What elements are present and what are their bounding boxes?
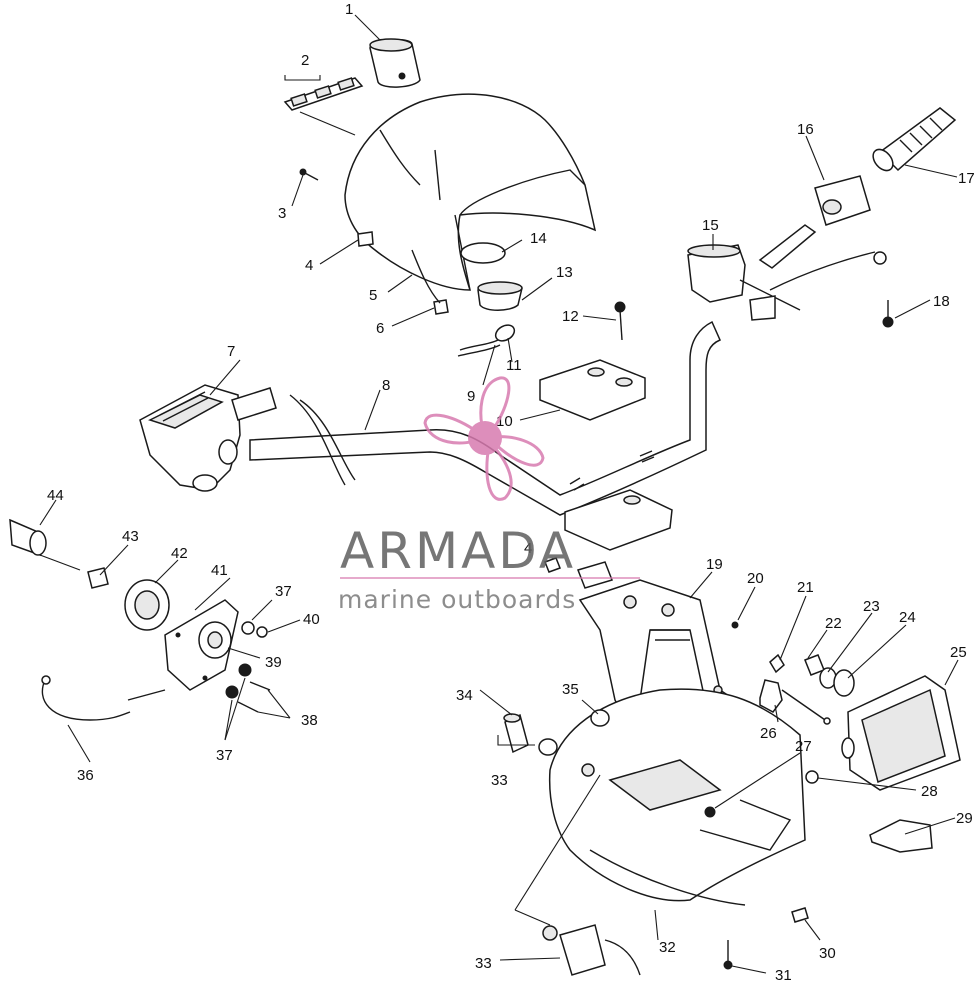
callout-24: 24 [899,609,916,626]
callout-37-upper: 37 [275,583,292,600]
callout-21: 21 [797,579,814,596]
callout-23: 23 [863,598,880,615]
callout-44: 44 [47,487,64,504]
part-gauge-hardware [759,653,855,725]
part-fasteners-lower [704,621,819,970]
callout-14: 14 [530,230,547,247]
callout-8: 8 [382,377,390,394]
callout-37-lower: 37 [216,747,233,764]
callout-7: 7 [227,343,235,360]
propeller-logo [423,376,545,501]
part-headlight-pod [344,93,597,291]
callout-30: 30 [819,945,836,962]
leader-lines [39,14,959,974]
callout-43: 43 [122,528,139,545]
part-throttle-housing [139,384,277,492]
part-nut-lower [544,557,561,573]
part-gauge-cup [369,38,421,88]
part-headlamp [841,675,961,791]
part-lower-shroud [548,688,806,906]
callout-4-upper: 4 [305,257,313,274]
callout-25: 25 [950,644,967,661]
callout-5: 5 [369,287,377,304]
callout-4-lower: 4 [524,540,532,557]
callout-27: 27 [795,738,812,755]
part-handlebar [249,320,721,516]
watermark: ARMADA marine outboards [338,376,640,614]
callout-28: 28 [921,783,938,800]
callout-41: 41 [211,562,228,579]
callout-38: 38 [301,712,318,729]
callout-36: 36 [77,767,94,784]
part-cable-36 [41,675,131,721]
callout-16: 16 [797,121,814,138]
callout-9: 9 [467,388,475,405]
part-rings [460,242,523,311]
part-ignition-switch [503,709,641,976]
callout-13: 13 [556,264,573,281]
part-master-cylinder [687,244,801,321]
callout-labels: 1 2 3 4 5 6 7 8 9 10 11 12 13 14 15 16 1… [47,1,975,984]
callout-15: 15 [702,217,719,234]
callout-22: 22 [825,615,842,632]
part-right-controls [758,107,957,291]
watermark-brand: ARMADA [340,522,576,580]
part-bracket-plate [577,561,613,589]
callout-33-upper: 33 [491,772,508,789]
part-connector-29 [869,819,933,853]
callout-17: 17 [958,170,975,187]
callout-26: 26 [760,725,777,742]
part-screw-18 [882,300,894,328]
callout-29: 29 [956,810,973,827]
part-throttle-hardware [127,621,271,713]
callout-12: 12 [562,308,579,325]
callout-34: 34 [456,687,473,704]
callout-3: 3 [278,205,286,222]
callout-2: 2 [301,52,309,69]
callout-35: 35 [562,681,579,698]
callout-33-lower: 33 [475,955,492,972]
callout-31: 31 [775,967,792,984]
callout-1: 1 [345,1,353,18]
callout-6: 6 [376,320,384,337]
callout-42: 42 [171,545,188,562]
callout-39: 39 [265,654,282,671]
watermark-tagline: marine outboards [338,585,576,614]
callout-32: 32 [659,939,676,956]
part-bar-clamps [539,359,673,551]
part-bolt-12 [614,301,626,341]
part-switch-strip [283,77,364,111]
callout-11: 11 [506,357,522,374]
callout-20: 20 [747,570,764,587]
callout-18: 18 [933,293,950,310]
callout-19: 19 [706,556,723,573]
part-small-hardware [299,168,449,315]
callout-40: 40 [303,611,320,628]
part-thumb-throttle [9,518,239,691]
